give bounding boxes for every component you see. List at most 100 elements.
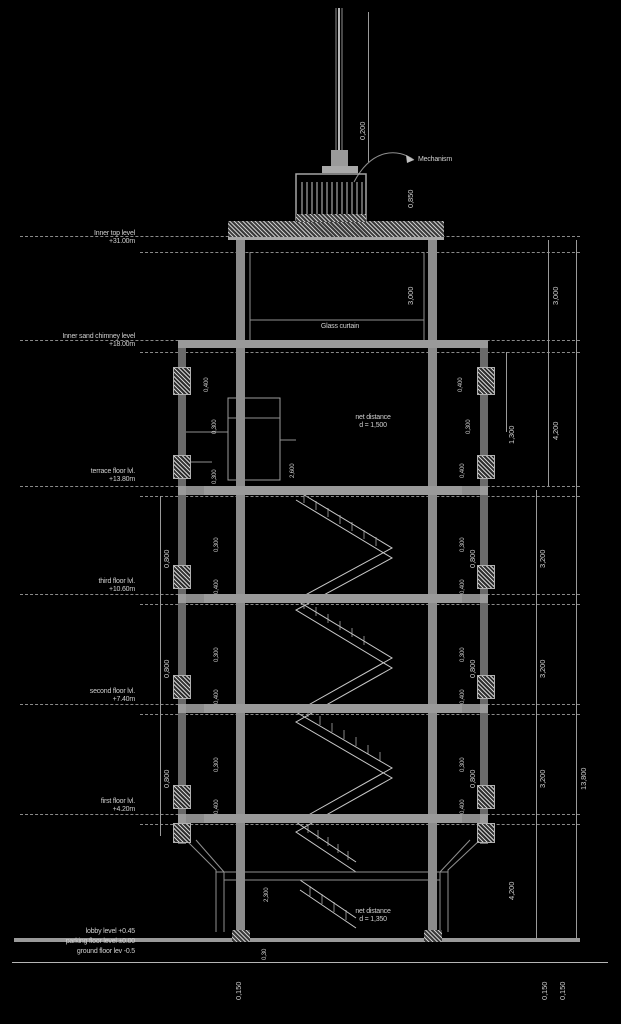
foundation-splay — [185, 839, 481, 932]
roof-slab — [228, 221, 444, 237]
level-value: +0.45 — [118, 928, 135, 935]
annotation-mechanism: Mechanism — [418, 156, 452, 163]
slab-second — [178, 704, 488, 713]
column-r2 — [477, 455, 495, 479]
dim-terrace-beam: 1,300 — [507, 425, 516, 444]
annotation-net-distance-bottom: net distance d = 1,350 — [338, 908, 408, 924]
inner-dim-col-d: 2,600 — [290, 463, 296, 478]
dim-slab-1-right: 0,800 — [468, 769, 477, 788]
sand-level-slab — [178, 340, 488, 348]
annotation-text: net distance — [355, 908, 391, 915]
dim-storey-2: 3,200 — [538, 659, 547, 678]
antenna-mast — [322, 8, 358, 173]
dim-antenna-base: 0,200 — [358, 121, 367, 140]
dim-storey-1: 3,200 — [538, 769, 547, 788]
level-name: second floor lvl. — [89, 688, 135, 695]
inner-dim-col-a: 0,400 — [204, 377, 210, 392]
inner-dim-col-b: 0,300 — [212, 419, 218, 434]
core-wall-right — [428, 240, 437, 940]
level-label-third: third floor lvl. +10.60m — [20, 578, 136, 594]
column-l6 — [173, 823, 191, 843]
level-name: first floor lvl. — [100, 798, 135, 805]
level-value: ±0.00 — [118, 938, 136, 945]
column-l3 — [173, 565, 191, 589]
level-label-second: second floor lvl. +7.40m — [20, 688, 135, 704]
dim-slab-2-right: 0,800 — [468, 659, 477, 678]
inner-dim-col-j: 0,400 — [214, 799, 220, 814]
level-name: terrace floor lvl. — [90, 468, 135, 475]
column-r3 — [477, 565, 495, 589]
level-value: +13.80m — [108, 476, 135, 483]
inner-dim-rcol-e: 0,400 — [460, 579, 466, 594]
inner-dim-col-i: 0,300 — [214, 757, 220, 772]
level-value: -0.5 — [123, 948, 135, 955]
dim-foundation-left: 0,150 — [234, 981, 243, 1000]
column-l1 — [173, 367, 191, 395]
inner-dim-rcol-f: 0,300 — [460, 647, 466, 662]
level-label-tower-top: Inner top level +31.00m — [20, 230, 135, 246]
level-name: third floor lvl. — [98, 578, 136, 585]
inner-dim-rcol-h: 0,300 — [460, 757, 466, 772]
dim-slab-1-left: 0,800 — [162, 769, 171, 788]
column-l4 — [173, 675, 191, 699]
dim-slab-3-left: 0,800 — [162, 549, 171, 568]
slab-terrace — [178, 486, 488, 495]
level-value: +7.40m — [112, 696, 136, 703]
inner-dim-rcol-d: 0,300 — [460, 537, 466, 552]
dim-foundation-right-a: 0,150 — [540, 981, 549, 1000]
dim-foundation-mid: 0,30 — [262, 948, 268, 960]
annotation-value: d = 1,350 — [359, 916, 387, 923]
slab-ground — [14, 938, 580, 942]
footing-left — [232, 930, 250, 942]
level-value: +10.60m — [108, 586, 135, 593]
stair-runs — [294, 489, 394, 929]
dim-slab-3-right: 0,800 — [468, 549, 477, 568]
annotation-net-distance-top: net distance d = 1,500 — [338, 414, 408, 430]
column-r4 — [477, 675, 495, 699]
level-value: +18.00m — [108, 341, 135, 348]
inner-dim-col-k: 2,300 — [264, 887, 270, 902]
level-label-ground: ground floor lev -0.5 — [4, 948, 135, 956]
inner-dim-col-c: 0,300 — [212, 469, 218, 484]
slab-third — [178, 594, 488, 603]
slab-first — [178, 814, 488, 823]
level-name: Inner top level — [94, 230, 135, 237]
level-label-parking: parking floor level ±0.00 — [4, 938, 135, 946]
level-value: +4.20m — [112, 806, 136, 813]
dim-tower-void-outer: 3,000 — [551, 286, 560, 305]
level-name: parking floor level — [65, 938, 117, 945]
inner-dim-rcol-b: 0,300 — [466, 419, 472, 434]
inner-dim-col-h: 0,400 — [214, 689, 220, 704]
level-label-terrace: terrace floor lvl. +13.80m — [20, 468, 135, 484]
column-l2 — [173, 455, 191, 479]
annotation-text: net distance — [355, 414, 391, 421]
inner-dim-col-e: 0,300 — [214, 537, 220, 552]
annotation-glass-curtain: Glass curtain — [320, 323, 360, 330]
dim-foundation-right-b: 0,150 — [558, 981, 567, 1000]
core-wall-left — [236, 240, 245, 940]
inner-dim-rcol-a: 0,400 — [458, 377, 464, 392]
dim-base-to-first: 4,200 — [507, 881, 516, 900]
level-label-lobby: lobby level +0.45 — [10, 928, 136, 936]
level-label-first: first floor lvl. +0.45 +4.20m — [20, 798, 135, 814]
dim-top-to-terrace: 4,200 — [551, 421, 560, 440]
column-r1 — [477, 367, 495, 395]
level-name: ground floor lev — [76, 948, 122, 955]
level-value: +31.00m — [108, 238, 135, 245]
level-label-inner-sand: Inner sand chimney level +18.00m — [10, 333, 135, 349]
footing-right — [424, 930, 442, 942]
dim-slab-2-left: 0,800 — [162, 659, 171, 678]
column-r5 — [477, 785, 495, 809]
level-name: Inner sand chimney level — [62, 333, 135, 340]
dim-total-height: 13,800 — [579, 767, 588, 790]
column-r6 — [477, 823, 495, 843]
inner-dim-rcol-g: 0,400 — [460, 689, 466, 704]
dim-tower-void: 3,000 — [406, 286, 415, 305]
inner-dim-rcol-c: 0,400 — [460, 463, 466, 478]
inner-dim-col-g: 0,300 — [214, 647, 220, 662]
mechanism-leader — [353, 152, 415, 183]
inner-dim-col-f: 0,400 — [214, 579, 220, 594]
annotation-value: d = 1,500 — [359, 422, 387, 429]
